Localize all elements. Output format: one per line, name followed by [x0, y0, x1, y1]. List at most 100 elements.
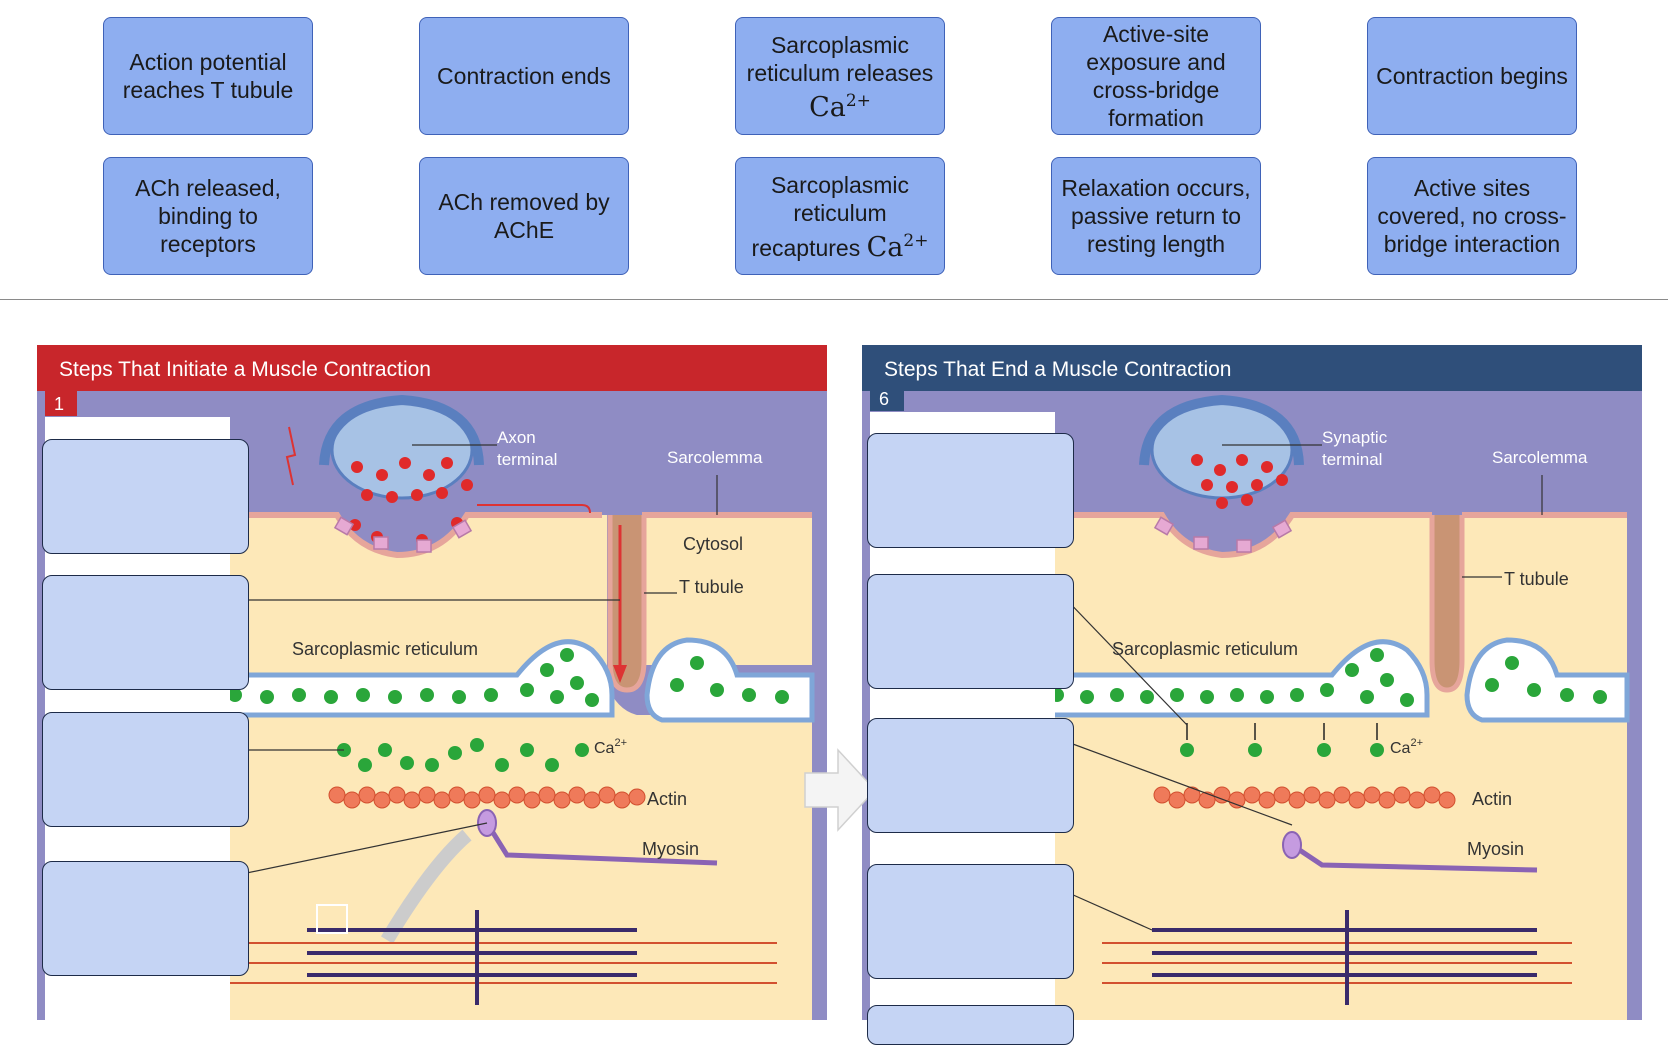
calcium-ion — [1380, 673, 1394, 687]
calcium-ion — [358, 758, 372, 772]
calcium-ion — [495, 758, 509, 772]
ach-molecule — [436, 487, 448, 499]
initiate-contraction-panel: Steps That Initiate a Muscle Contraction — [37, 345, 827, 1020]
ach-molecule — [423, 469, 435, 481]
actin-bead — [613, 791, 631, 809]
drop-zone-step-9[interactable] — [867, 864, 1074, 979]
drop-zone-step-7[interactable] — [867, 574, 1074, 689]
calcium-ion — [484, 688, 498, 702]
label-myosin: Myosin — [1467, 839, 1524, 859]
section-divider — [0, 299, 1668, 300]
calcium-ion — [1370, 743, 1384, 757]
ach-receptor — [1271, 519, 1293, 539]
answer-card-active-sites-covered[interactable]: Active sites covered, no cross-bridge in… — [1367, 157, 1577, 275]
end-diagram: Steps That End a Muscle Contraction — [862, 345, 1642, 1020]
leader-lines — [1061, 444, 1543, 931]
actin-bead — [343, 791, 361, 809]
label-sr: Sarcoplasmic reticulum — [292, 639, 478, 659]
calcium-ion — [1527, 683, 1541, 697]
nerve-impulse-icon — [285, 426, 297, 486]
drop-zone-step-3[interactable] — [42, 712, 249, 827]
answer-card-action-potential[interactable]: Action potential reaches T tubule — [103, 17, 313, 135]
answer-card-ach-removed[interactable]: ACh removed by AChE — [419, 157, 629, 275]
initiate-diagram: Steps That Initiate a Muscle Contraction — [37, 345, 827, 1020]
calcium-ion — [425, 758, 439, 772]
stored-calcium — [1050, 648, 1607, 707]
ach-molecule — [361, 489, 373, 501]
answer-card-relaxation[interactable]: Relaxation occurs, passive return to res… — [1051, 157, 1261, 275]
leader-line — [236, 822, 488, 876]
returning-calcium — [1180, 743, 1384, 757]
actin-bead — [403, 791, 421, 809]
actin-filament — [328, 786, 646, 809]
label-terminal: terminal — [1322, 450, 1382, 469]
actin-bead — [1423, 786, 1441, 804]
actin-bead — [1153, 786, 1171, 804]
drop-zone-step-2[interactable] — [42, 575, 249, 690]
drop-zone-step-4[interactable] — [42, 861, 249, 976]
calcium-ion — [1260, 690, 1274, 704]
calcium-ion — [540, 663, 554, 677]
answer-card-active-site-exposure[interactable]: Active-site exposure and cross-bridge fo… — [1051, 17, 1261, 135]
sarcoplasmic-reticulum — [204, 639, 615, 718]
t-tubule — [1429, 515, 1465, 693]
calcium-ion — [550, 690, 564, 704]
drop-zone-step-1[interactable] — [42, 439, 249, 554]
ach-molecule — [1241, 494, 1253, 506]
calcium-ion — [1230, 688, 1244, 702]
calcium-ion — [1200, 690, 1214, 704]
ach-molecule — [1226, 481, 1238, 493]
drop-zone-step-6[interactable] — [867, 433, 1074, 548]
label-t-tubule: T tubule — [1504, 569, 1569, 589]
answer-card-contraction-ends[interactable]: Contraction ends — [419, 17, 629, 135]
drop-zone-step-8[interactable] — [867, 718, 1074, 833]
actin-bead — [448, 786, 466, 804]
diagram-labels-dark: T tubule Sarcoplasmic reticulum Ca2+ Act… — [1112, 569, 1569, 859]
calcium-ion — [585, 693, 599, 707]
reuptake-arrows — [1186, 723, 1378, 740]
calcium-ion — [448, 746, 462, 760]
ach-molecule — [441, 457, 453, 469]
ach-receptors — [1153, 516, 1293, 553]
actin-bead — [1258, 791, 1276, 809]
actin-bead — [418, 786, 436, 804]
calcium-ion — [1170, 688, 1184, 702]
leader-lines — [236, 444, 718, 876]
ach-receptor — [416, 539, 432, 553]
ach-vesicles — [1191, 454, 1288, 509]
calcium-ion — [388, 690, 402, 704]
ach-molecule — [1261, 461, 1273, 473]
t-tubule — [607, 515, 647, 693]
cytosol-region-right — [637, 515, 812, 665]
myosin-head — [1282, 831, 1302, 859]
calcium-ion — [1370, 648, 1384, 662]
myosin-tail — [1290, 842, 1538, 873]
actin-bead — [1378, 791, 1396, 809]
cytosol-region — [1032, 515, 1427, 1020]
actin-bead — [1363, 786, 1381, 804]
cytosol-region — [207, 515, 812, 1020]
drop-zone-step-10[interactable] — [867, 1005, 1074, 1045]
calcium-ion — [1248, 743, 1262, 757]
calcium-ion — [452, 690, 466, 704]
calcium-ion — [520, 743, 534, 757]
actin-bead — [358, 786, 376, 804]
calcium-ion — [1345, 663, 1359, 677]
answer-card-contraction-begins[interactable]: Contraction begins — [1367, 17, 1577, 135]
diagram-labels: Synaptic terminal Sarcolemma — [1322, 428, 1588, 469]
answer-card-ach-released[interactable]: ACh released, binding to receptors — [103, 157, 313, 275]
calcium-ion — [260, 690, 274, 704]
calcium-ion — [1080, 690, 1094, 704]
diagram-labels: Axon terminal Sarcolemma — [497, 428, 763, 469]
calcium-ion — [420, 688, 434, 702]
actin-bead — [493, 791, 511, 809]
ach-receptors — [333, 516, 473, 553]
answer-card-sr-recaptures-ca[interactable]: Sarcoplasmic reticulum recaptures Ca2+ — [735, 157, 945, 275]
calcium-ion — [1140, 690, 1154, 704]
terminal-myelin — [1139, 394, 1304, 466]
ach-molecule — [386, 491, 398, 503]
label-sarcolemma: Sarcolemma — [667, 448, 763, 467]
diagram-labels-dark: Cytosol T tubule Sarcoplasmic reticulum … — [292, 534, 744, 859]
actin-bead — [508, 786, 526, 804]
